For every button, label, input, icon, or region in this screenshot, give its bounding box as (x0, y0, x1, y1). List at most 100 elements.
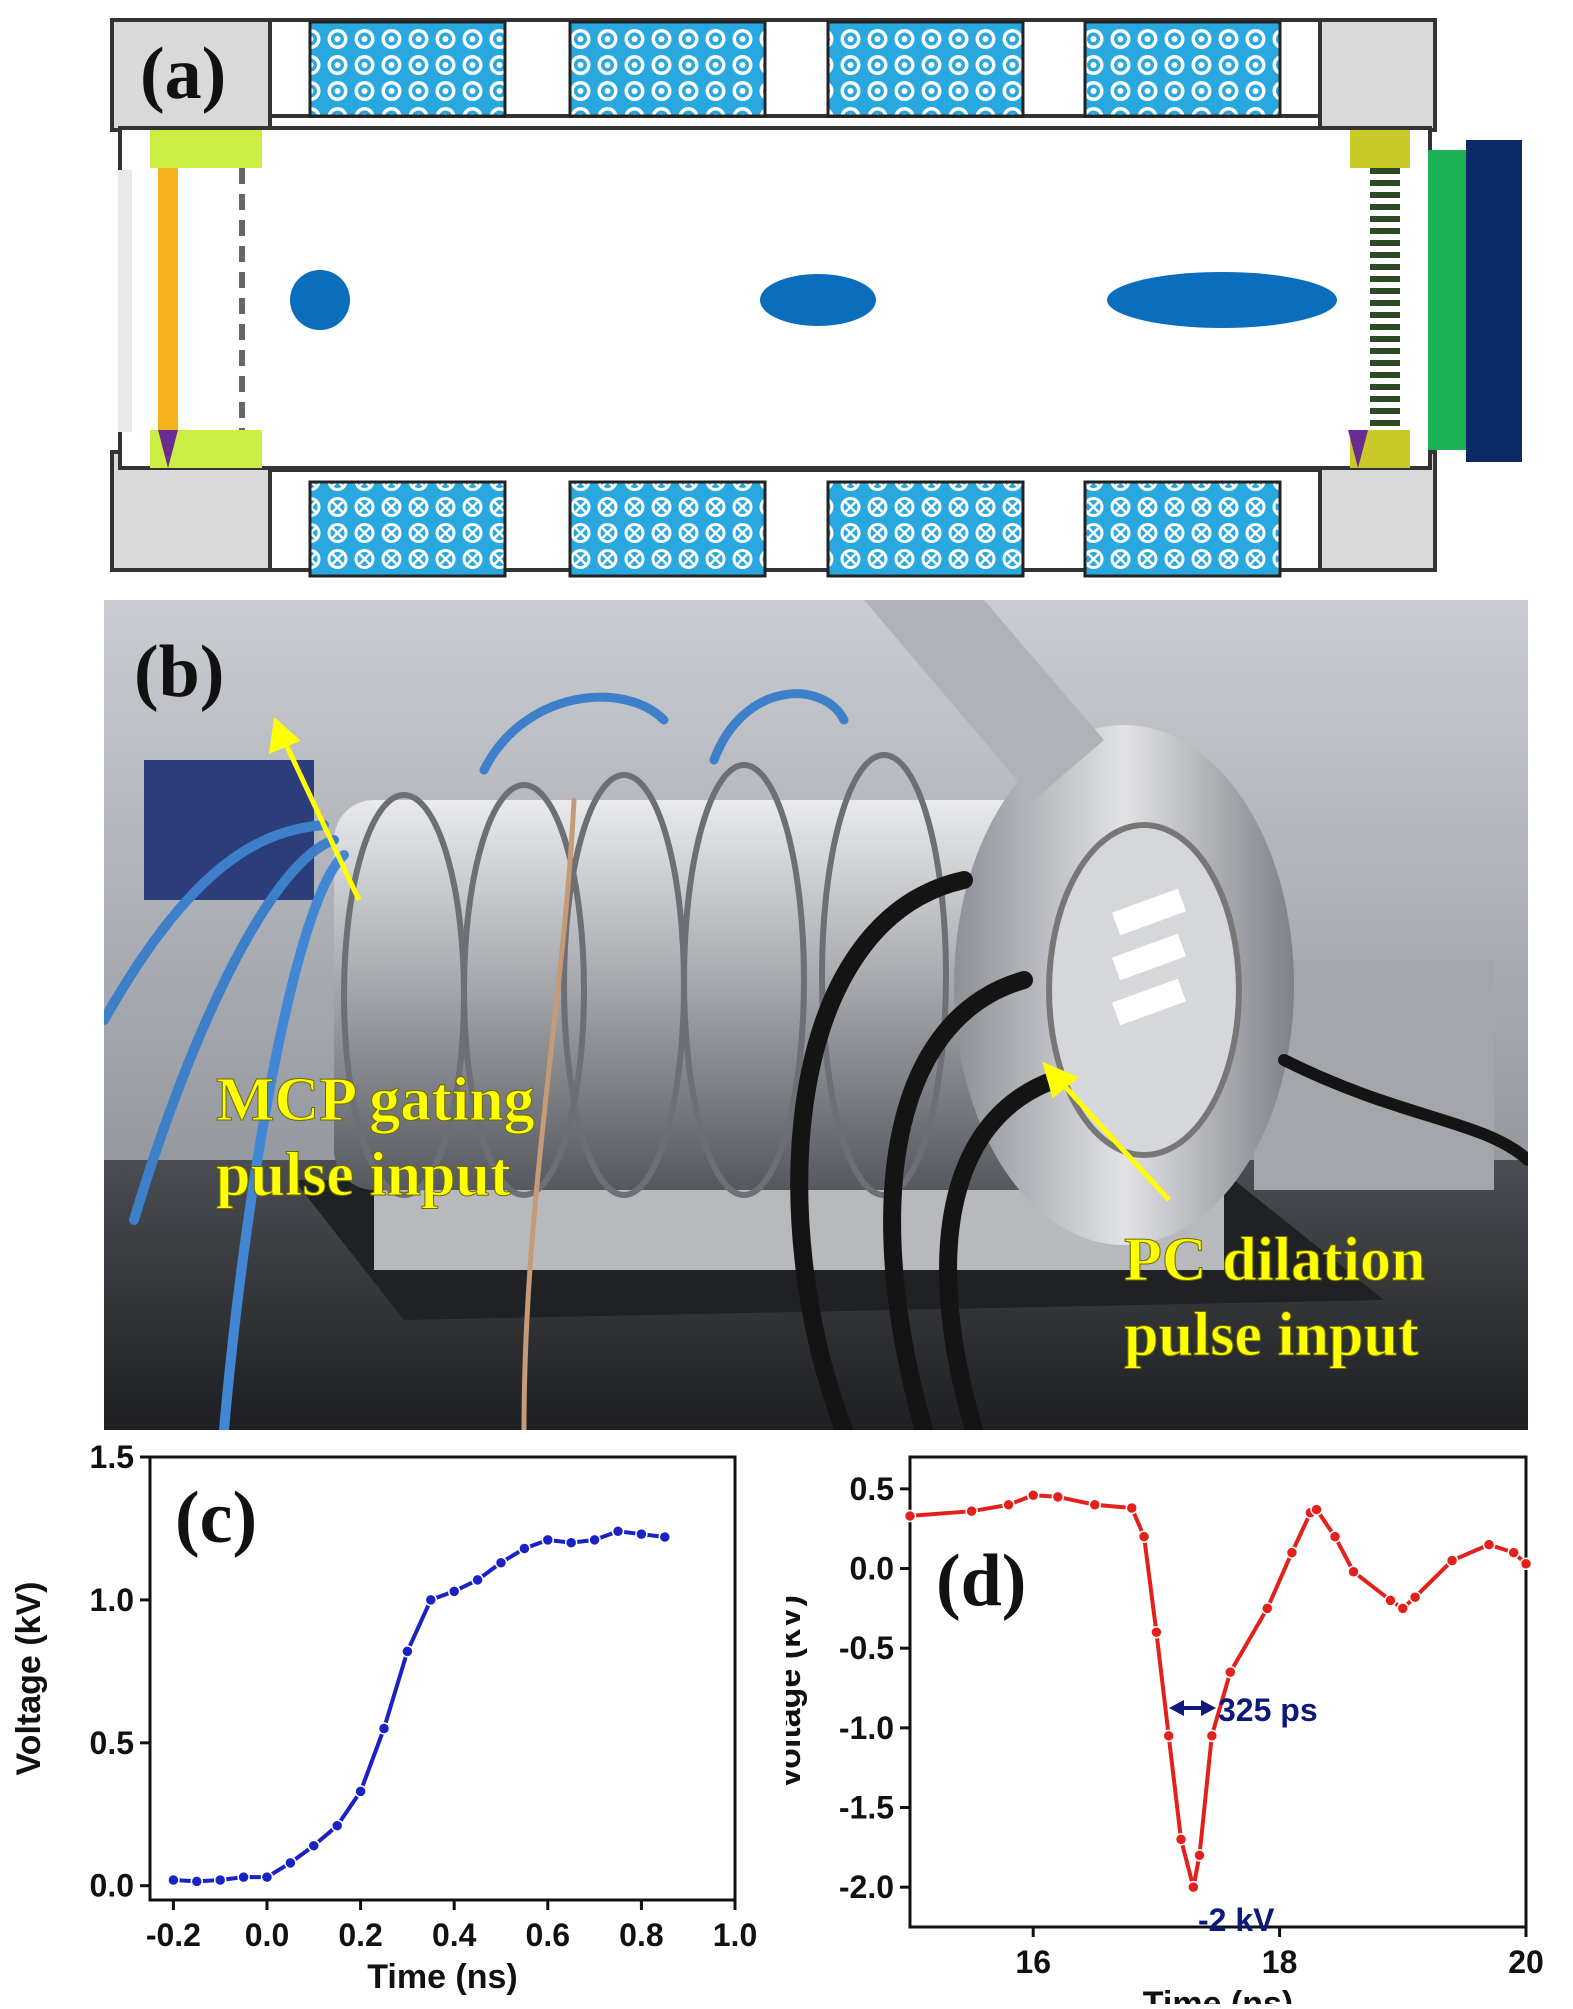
data-point (658, 1530, 672, 1544)
cathode-flange-top (150, 130, 262, 168)
data-point (1002, 1498, 1015, 1512)
output-window (1046, 822, 1242, 1158)
electron-cloud-3 (1107, 272, 1337, 328)
electron-cloud-2 (760, 274, 876, 326)
x-tick-label: -0.2 (146, 1917, 201, 1953)
data-point (903, 1509, 917, 1523)
data-series (167, 1525, 672, 1888)
cathode-insulator (158, 430, 178, 468)
plot-frame (908, 1455, 1528, 1929)
data-point (1088, 1498, 1102, 1512)
data-point (1507, 1546, 1520, 1559)
data-point (284, 1856, 297, 1870)
data-point (635, 1527, 648, 1541)
data-point (307, 1839, 321, 1852)
schematic-diagram: (a) (109, 18, 1522, 578)
data-point (401, 1645, 414, 1658)
mcp-flange-top (1350, 130, 1410, 168)
data-point (1162, 1729, 1175, 1743)
data-point (190, 1875, 204, 1888)
pc-annotation-line2: pulse input (1124, 1301, 1419, 1369)
data-point (447, 1585, 461, 1598)
vacuum-bellows (864, 600, 1104, 800)
phosphor-screen (1428, 150, 1466, 450)
cables (104, 689, 1528, 1430)
x-tick-label: 0.0 (245, 1917, 289, 1953)
data-series (903, 1488, 1533, 1894)
y-tick-label: 0.5 (850, 1471, 894, 1507)
x-tick-label: 20 (1508, 1944, 1544, 1980)
data-point (564, 1536, 578, 1549)
data-point (1026, 1488, 1040, 1502)
y-tick-label: 1.0 (90, 1582, 134, 1618)
x-tick-label: 0.6 (526, 1917, 570, 1953)
data-point (1051, 1490, 1065, 1504)
x-tick-label: 1.0 (713, 1917, 757, 1953)
instrument-photo: (b) MCP gating pulse input PC dilation p… (104, 600, 1528, 1430)
background-box (1254, 960, 1494, 1190)
data-point (1261, 1602, 1274, 1615)
y-tick-label: 0.0 (90, 1868, 134, 1904)
data-point (213, 1873, 227, 1887)
data-point (330, 1819, 344, 1832)
microchannel-plate (1370, 168, 1400, 430)
data-point (1396, 1602, 1410, 1615)
data-point (260, 1870, 274, 1884)
data-point (1193, 1849, 1206, 1862)
data-point (1328, 1530, 1342, 1543)
panel-d-label: (d) (936, 1540, 1026, 1622)
data-point (1150, 1626, 1163, 1639)
photocathode (158, 168, 178, 430)
data-point (1445, 1554, 1459, 1567)
y-tick-label: -2.0 (839, 1869, 894, 1905)
series-line (173, 1529, 666, 1884)
y-axis-label: Voltage (kV) (10, 1582, 48, 1776)
data-point (1519, 1557, 1533, 1570)
x-tick-label: 0.8 (619, 1917, 663, 1953)
plot-frame (148, 1455, 737, 1902)
y-tick-label: -1.0 (839, 1710, 894, 1746)
series-line (909, 1493, 1528, 1888)
x-tick-label: 0.2 (338, 1917, 382, 1953)
data-point (588, 1533, 601, 1547)
data-point (1347, 1565, 1360, 1578)
panel-b-label: (b) (134, 631, 224, 713)
data-point (1384, 1594, 1397, 1607)
mcp-annotation-line1: MCP gating (216, 1066, 535, 1134)
data-point (1137, 1530, 1151, 1543)
y-tick-label: -1.5 (839, 1790, 894, 1826)
pulse-width-annotation: 325 ps (1218, 1692, 1318, 1728)
data-point (611, 1525, 625, 1538)
data-point (494, 1556, 508, 1569)
input-window (118, 170, 132, 432)
pc-annotation-line1: PC dilation (1124, 1226, 1425, 1294)
y-axis-label: Voltage (kV) (786, 1595, 808, 1789)
data-point (237, 1870, 250, 1884)
annotation-arrows (268, 717, 1171, 1202)
data-point (377, 1722, 391, 1735)
data-point (471, 1573, 484, 1587)
data-point (965, 1504, 978, 1518)
x-tick-label: 18 (1262, 1944, 1298, 1980)
data-point (167, 1873, 180, 1887)
coil-rings (341, 752, 949, 1198)
y-tick-label: -0.5 (839, 1630, 894, 1666)
data-point (518, 1542, 531, 1555)
data-point (424, 1593, 438, 1607)
x-tick-label: 0.4 (432, 1917, 477, 1953)
electron-cloud-1 (290, 270, 350, 330)
x-axis-label: Time (ns) (367, 1958, 518, 1996)
y-tick-label: 1.5 (90, 1439, 134, 1475)
data-point (1310, 1503, 1323, 1516)
data-point (1285, 1546, 1299, 1559)
focusing-coils-top (308, 20, 1282, 118)
ccd-detector (1466, 140, 1522, 462)
data-point (354, 1785, 367, 1798)
data-point (1174, 1833, 1188, 1846)
data-point (1482, 1538, 1496, 1551)
